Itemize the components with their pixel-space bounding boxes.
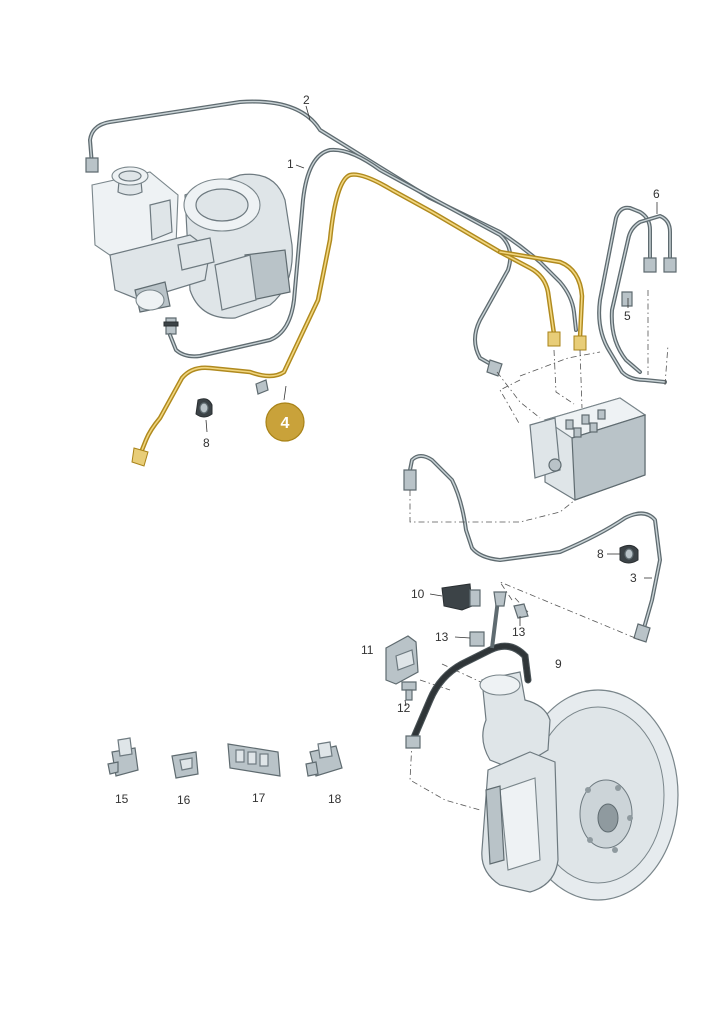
- callout-13-right: 13: [512, 625, 526, 639]
- callout-13-left: 13: [435, 630, 449, 644]
- master-cylinder-booster-assembly: [91, 166, 293, 335]
- callout-8-left: 8: [203, 436, 210, 450]
- clip-13-right: [513, 603, 529, 619]
- clip-16: [171, 751, 199, 779]
- callout-12: 12: [397, 701, 411, 715]
- callout-2: 2: [303, 93, 310, 107]
- callout-8-right: 8: [597, 547, 604, 561]
- callout-5: 5: [624, 309, 631, 323]
- callout-1: 1: [287, 157, 294, 171]
- callout-4-highlight-badge[interactable]: 4: [265, 402, 305, 442]
- leader-lines: [205, 105, 658, 707]
- brake-pipe-3: [403, 454, 662, 643]
- callout-11: 11: [361, 643, 374, 657]
- callout-17: 17: [252, 791, 266, 805]
- callout-9: 9: [555, 657, 562, 671]
- brake-pipe-4-highlighted: [131, 172, 587, 467]
- pipe-clip: [255, 379, 269, 395]
- grommet-8-left: [195, 398, 213, 418]
- callout-6: 6: [653, 187, 660, 201]
- callout-16: 16: [177, 793, 191, 807]
- clip-17: [227, 743, 281, 777]
- callout-3: 3: [630, 571, 637, 585]
- assembly-lines: [409, 290, 669, 811]
- callout-4: 4: [281, 415, 290, 432]
- brake-hose-9: [405, 591, 532, 749]
- bracket-10: [441, 583, 481, 611]
- bolt-12: [401, 681, 417, 701]
- brake-pipe-1: [168, 147, 513, 377]
- bracket-11: [385, 635, 419, 685]
- wheel-bearing-housing: [479, 671, 551, 771]
- clip-15: [107, 737, 139, 777]
- callout-18: 18: [328, 792, 342, 806]
- brake-pipe-2: [85, 99, 578, 332]
- brake-pipe-5-6: [597, 205, 677, 384]
- callout-10: 10: [411, 587, 425, 601]
- abs-control-unit: [529, 397, 647, 501]
- clip-18: [305, 741, 343, 777]
- brake-caliper: [481, 751, 559, 893]
- callout-15: 15: [115, 792, 129, 806]
- grommet-8-right: [619, 544, 639, 564]
- clip-13-left: [469, 631, 485, 647]
